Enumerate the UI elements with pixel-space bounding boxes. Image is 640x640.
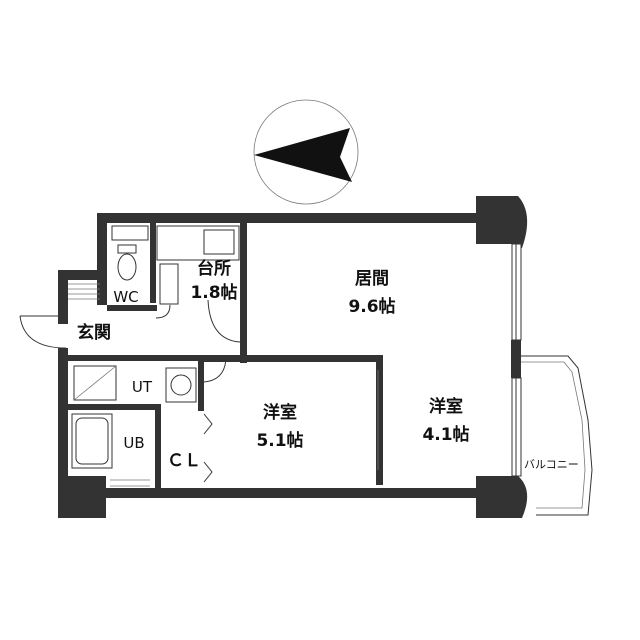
north-arrow-icon (254, 128, 352, 182)
exterior-walls (58, 196, 521, 518)
right-window-wall (511, 243, 522, 477)
compass (253, 99, 359, 205)
balcony-outline (520, 355, 593, 516)
closet-doors (110, 413, 213, 487)
balcony-label: バルコニー (524, 458, 579, 471)
washbasin (165, 367, 197, 403)
utility-label: UT (132, 378, 153, 396)
entrance-door-swing (19, 315, 67, 349)
column-top-arc (518, 196, 528, 248)
doors (155, 299, 379, 470)
kitchen-name: 台所 (197, 258, 231, 279)
compass-circle (253, 99, 359, 205)
western-b-size: 4.1帖 (422, 424, 469, 445)
column-top-right (476, 196, 518, 244)
washing-machine (73, 365, 117, 401)
western-a-name: 洋室 (263, 402, 297, 423)
wc-label: WC (113, 288, 138, 306)
toilet-icon (111, 225, 149, 281)
bathtub (71, 413, 113, 469)
column-bottom-arc (518, 476, 528, 518)
western-a-size: 5.1帖 (256, 430, 303, 451)
entrance-area (19, 283, 100, 349)
interior-walls (66, 223, 383, 494)
living-size: 9.6帖 (348, 296, 395, 317)
closet-label: ＣＬ (167, 451, 201, 471)
entrance-label: 玄関 (77, 322, 111, 343)
column-bottom-right (476, 476, 518, 518)
living-name: 居間 (355, 269, 389, 289)
kitchen-size: 1.8帖 (190, 282, 237, 303)
western-b-name: 洋室 (429, 396, 463, 417)
kitchen-counter (156, 225, 240, 305)
bath-label: UB (123, 434, 144, 452)
